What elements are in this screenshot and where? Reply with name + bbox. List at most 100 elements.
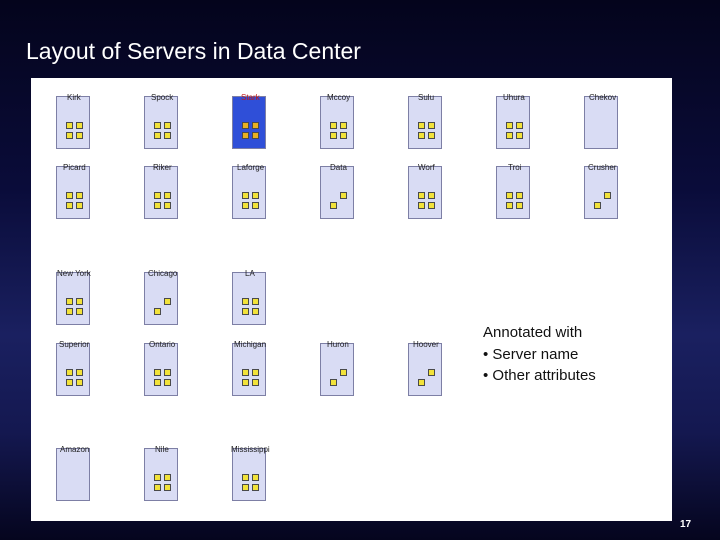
disk-slot (66, 379, 73, 386)
disk-slot (154, 132, 161, 139)
server-data: Data (320, 163, 354, 219)
server-name: Michigan (234, 340, 267, 349)
disk-slot (330, 132, 337, 139)
server-la: LA (232, 269, 266, 325)
disk-slot (66, 132, 73, 139)
disk-slot (506, 122, 513, 129)
disk-slot (242, 132, 249, 139)
server-name: Uhura (503, 93, 525, 102)
disk-slot (154, 484, 161, 491)
disk-slot (428, 369, 435, 376)
disk-slot (252, 308, 259, 315)
disk-slot (164, 122, 171, 129)
disk-slot (242, 484, 249, 491)
disk-slot (242, 474, 249, 481)
server-stark: Stark (232, 93, 266, 149)
disk-slot (330, 202, 337, 209)
disk-slot (506, 132, 513, 139)
disk-slot (428, 202, 435, 209)
disk-slot (516, 132, 523, 139)
disk-slot (516, 202, 523, 209)
disk-slot (252, 379, 259, 386)
disk-slot (594, 202, 601, 209)
server-name: Riker (153, 163, 172, 172)
server-chicago: Chicago (144, 269, 178, 325)
server-riker: Riker (144, 163, 178, 219)
server-name: New York (57, 269, 91, 278)
server-name: Superior (59, 340, 90, 349)
disk-slot (242, 379, 249, 386)
disk-slot (76, 202, 83, 209)
slide-title: Layout of Servers in Data Center (26, 38, 361, 64)
annotation-bullet: • Server name (483, 345, 579, 363)
disk-slot (516, 122, 523, 129)
disk-slot (428, 192, 435, 199)
annotation-bullet: • Other attributes (483, 367, 596, 384)
server-name: Spock (151, 93, 174, 102)
disk-slot (242, 369, 249, 376)
disk-slot (164, 202, 171, 209)
disk-slot (340, 122, 347, 129)
disk-slot (76, 369, 83, 376)
server-name: Mississippi (231, 445, 270, 454)
server-name: Picard (63, 163, 86, 172)
disk-slot (252, 202, 259, 209)
disk-slot (252, 122, 259, 129)
annotation-text: Annotated with • Server name • Other att… (483, 322, 596, 387)
disk-slot (242, 298, 249, 305)
server-name: Chekov (589, 93, 617, 102)
disk-slot (428, 122, 435, 129)
disk-slot (66, 192, 73, 199)
server-ontario: Ontario (144, 340, 178, 396)
disk-slot (242, 202, 249, 209)
server-name: Sulu (418, 93, 435, 102)
server-superior: Superior (56, 340, 90, 396)
server-name: Ontario (149, 340, 176, 349)
server-kirk: Kirk (56, 93, 90, 149)
server-uhura: Uhura (496, 93, 530, 149)
server-name: Stark (241, 93, 260, 102)
disk-slot (154, 122, 161, 129)
server-name: Laforge (237, 163, 265, 172)
server-michigan: Michigan (232, 340, 267, 396)
server-chekov: Chekov (584, 93, 618, 149)
server-picard: Picard (56, 163, 90, 219)
disk-slot (164, 192, 171, 199)
server-name: Crusher (588, 163, 617, 172)
server-name: LA (245, 269, 255, 278)
server-mccoy: Mccoy (320, 93, 354, 149)
disk-slot (252, 484, 259, 491)
disk-slot (418, 122, 425, 129)
disk-slot (66, 298, 73, 305)
server-mississippi: Mississippi (231, 445, 270, 501)
disk-slot (242, 308, 249, 315)
disk-slot (242, 122, 249, 129)
disk-slot (506, 202, 513, 209)
disk-slot (164, 484, 171, 491)
disk-slot (516, 192, 523, 199)
disk-slot (76, 308, 83, 315)
disk-slot (418, 192, 425, 199)
disk-slot (164, 379, 171, 386)
disk-slot (154, 308, 161, 315)
disk-slot (330, 122, 337, 129)
server-spock: Spock (144, 93, 178, 149)
disk-slot (76, 379, 83, 386)
disk-slot (76, 192, 83, 199)
disk-slot (252, 132, 259, 139)
disk-slot (76, 132, 83, 139)
server-name: Mccoy (327, 93, 351, 102)
disk-slot (418, 379, 425, 386)
disk-slot (66, 122, 73, 129)
server-crusher: Crusher (584, 163, 618, 219)
server-name: Huron (327, 340, 349, 349)
disk-slot (418, 132, 425, 139)
disk-slot (252, 474, 259, 481)
server-amazon: Amazon (56, 445, 90, 501)
disk-slot (242, 192, 249, 199)
disk-slot (164, 369, 171, 376)
server-name: Worf (418, 163, 435, 172)
disk-slot (154, 192, 161, 199)
server-laforge: Laforge (232, 163, 266, 219)
